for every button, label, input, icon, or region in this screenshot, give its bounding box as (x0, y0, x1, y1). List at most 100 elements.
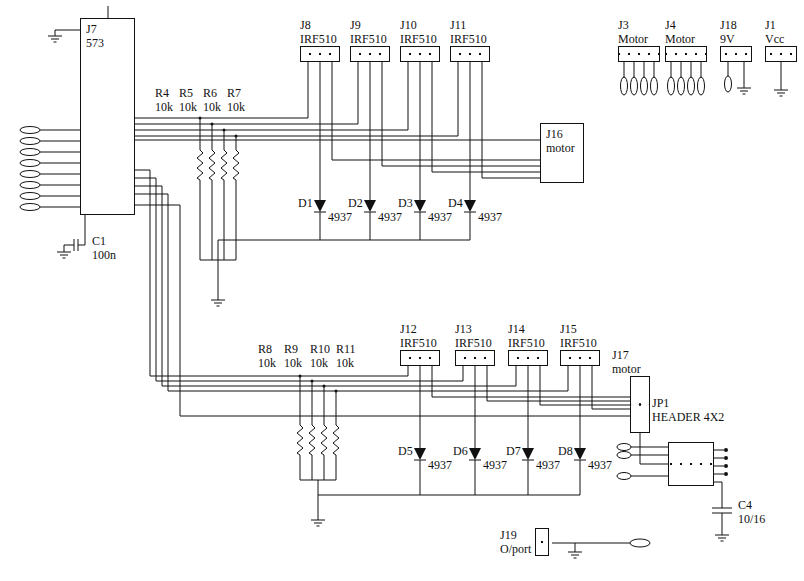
part-label: J13 (455, 322, 495, 336)
label-stack: J189V (720, 18, 752, 46)
connector-header: J4Motor (665, 18, 707, 62)
component-label: R4 (155, 86, 169, 100)
part-label: IRF510 (508, 336, 548, 350)
component-label: R8 (258, 342, 272, 356)
part-label: J7 (86, 22, 129, 36)
connector-header: J8IRF510 (300, 18, 340, 62)
component-label: 100n (92, 248, 116, 262)
part-label: J19 (500, 528, 531, 542)
pin-header (450, 46, 490, 62)
part-label: IRF510 (400, 336, 440, 350)
label-stack: J10IRF510 (400, 18, 440, 46)
pin-header (400, 350, 440, 366)
label-stack: J8IRF510 (300, 18, 340, 46)
pin-header (508, 350, 548, 366)
part-label: J1 (765, 18, 797, 32)
connector-header: J17motor (612, 348, 650, 433)
component-label: 10k (310, 356, 328, 370)
component-label: D3 (398, 196, 413, 210)
component-label: 4937 (536, 458, 560, 472)
pin-header (665, 46, 707, 62)
label-stack: J4Motor (665, 18, 707, 46)
pin-header (668, 442, 714, 486)
component-label: 10k (179, 100, 197, 114)
component-label: D6 (453, 444, 468, 458)
connector-header: J14IRF510 (508, 322, 548, 366)
part-label: J4 (665, 18, 707, 32)
part-label: J9 (350, 18, 390, 32)
part-label: motor (612, 362, 650, 376)
label-stack: J16motor (546, 127, 578, 155)
component-label: R7 (227, 86, 241, 100)
label-stack: J12IRF510 (400, 322, 440, 350)
part-label: J10 (400, 18, 440, 32)
component-label: 10k (258, 356, 276, 370)
connector-header: J16motor (540, 123, 584, 183)
wire-connector (640, 433, 652, 464)
connector-header: J189V (720, 18, 752, 62)
label-stack: J15IRF510 (560, 322, 600, 350)
pin-header (455, 350, 495, 366)
pin-header (630, 376, 650, 433)
component-label: 10k (203, 100, 221, 114)
component-label: 4937 (428, 458, 452, 472)
label-stack: J7573 (86, 22, 129, 50)
component-label: D1 (298, 196, 313, 210)
connector-header: JP1HEADER 4X2 (652, 396, 724, 486)
label-stack: J3Motor (618, 18, 660, 46)
component-label: 10k (155, 100, 173, 114)
component-label: D7 (506, 444, 521, 458)
connector-header: J15IRF510 (560, 322, 600, 366)
part-label: J16 (546, 127, 578, 141)
component-label: R11 (336, 342, 356, 356)
part-label: JP1 (652, 396, 724, 410)
component-label: 10k (227, 100, 245, 114)
connector-header: J3Motor (618, 18, 660, 62)
part-label: IRF510 (400, 32, 440, 46)
part-label: J3 (618, 18, 660, 32)
component-label: C4 (738, 498, 752, 512)
component-label: 4937 (378, 210, 402, 224)
connector-header: J19O/port (500, 528, 549, 556)
connector-header: J9IRF510 (350, 18, 390, 62)
part-label: IRF510 (350, 32, 390, 46)
part-label: IRF510 (455, 336, 495, 350)
part-label: J12 (400, 322, 440, 336)
component-label: R5 (179, 86, 193, 100)
part-label: J15 (560, 322, 600, 336)
label-stack: J14IRF510 (508, 322, 548, 350)
component-label: C1 (92, 234, 106, 248)
component-label: R9 (284, 342, 298, 356)
label-stack: J1Vcc (765, 18, 797, 46)
component-label: 4937 (328, 210, 352, 224)
component-label: 10k (336, 356, 354, 370)
component-label: 10k (284, 356, 302, 370)
component-label: R10 (310, 342, 330, 356)
part-label: Motor (665, 32, 707, 46)
ic-chip: J7573 (80, 18, 135, 215)
component-label: 4937 (478, 210, 502, 224)
part-label: J14 (508, 322, 548, 336)
component-label: 4937 (483, 458, 507, 472)
component-label: D4 (448, 196, 463, 210)
component-label: 4937 (428, 210, 452, 224)
label-stack: J9IRF510 (350, 18, 390, 46)
component-label: D8 (558, 444, 573, 458)
wire-connector (135, 205, 612, 416)
label-stack: JP1HEADER 4X2 (652, 396, 724, 424)
label-stack: J13IRF510 (455, 322, 495, 350)
component-label: 10/16 (738, 512, 765, 526)
component-label: R6 (203, 86, 217, 100)
part-label: Vcc (765, 32, 797, 46)
connector-header: J13IRF510 (455, 322, 495, 366)
component-label: D5 (398, 444, 413, 458)
part-label: motor (546, 141, 578, 155)
part-label: 9V (720, 32, 752, 46)
part-label: J17 (612, 348, 650, 362)
part-label: O/port (500, 542, 531, 556)
connector-header: J11IRF510 (450, 18, 490, 62)
pin-header (720, 46, 752, 62)
part-label: J11 (450, 18, 490, 32)
label-stack: J11IRF510 (450, 18, 490, 46)
label-stack: J17motor (612, 348, 650, 376)
